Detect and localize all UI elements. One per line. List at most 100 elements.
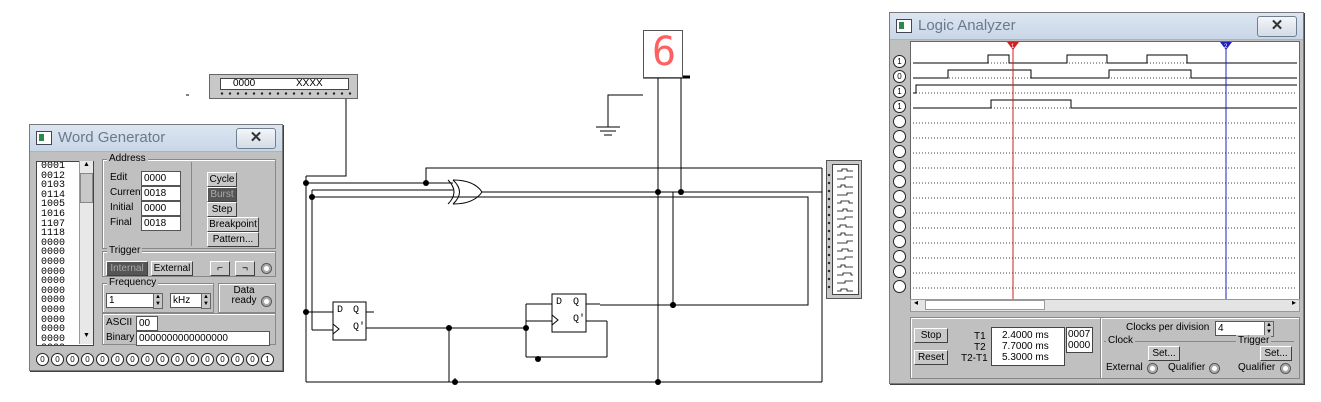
clocks-spin-up-icon[interactable]: ▲	[1266, 322, 1272, 328]
waveform-scrollbar[interactable]: ◂ ▸	[910, 298, 1300, 312]
frequency-unit-field[interactable]: kHz	[170, 293, 202, 308]
channel-indicator[interactable]	[893, 145, 906, 158]
channel-indicator[interactable]	[893, 160, 906, 173]
channel-indicator[interactable]: 1	[893, 55, 906, 68]
bit-indicator[interactable]: 0	[186, 353, 199, 366]
data-ready-radio[interactable]	[261, 296, 272, 307]
unit-spin-down-icon[interactable]: ▼	[203, 301, 209, 307]
trigger-set-button[interactable]: Set...	[1260, 346, 1292, 361]
word-list-scrollbar[interactable]: ▲ ▼	[79, 161, 93, 344]
cursor-1-marker[interactable]	[1007, 42, 1019, 50]
channel-indicator[interactable]	[893, 265, 906, 278]
logic-analyzer-titlebar[interactable]: Logic Analyzer ✕	[890, 13, 1303, 40]
channel-indicator[interactable]	[893, 280, 906, 293]
bit-indicator[interactable]: 0	[126, 353, 139, 366]
bit-indicator[interactable]: 0	[96, 353, 109, 366]
word-list-item[interactable]: 0000	[41, 304, 66, 316]
channel-indicator[interactable]	[893, 115, 906, 128]
clock-set-button[interactable]: Set...	[1148, 346, 1180, 361]
initial-address-field[interactable]: 0000	[141, 201, 181, 216]
word-list-item[interactable]: 0000	[41, 256, 66, 268]
word-list-scroll-thumb[interactable]	[80, 173, 93, 203]
seven-segment-display[interactable]: 6	[643, 29, 683, 78]
word-list-item[interactable]: 1005	[41, 199, 66, 211]
edit-address-field[interactable]: 0000	[141, 171, 181, 186]
bit-indicator[interactable]: 0	[81, 353, 94, 366]
frequency-spinner[interactable]: ▲▼	[153, 293, 163, 309]
clock-qualifier-radio[interactable]	[1209, 363, 1220, 374]
falling-edge-button[interactable]: ¬	[235, 261, 255, 276]
cursor-2-marker[interactable]	[1220, 42, 1232, 50]
word-list-item[interactable]: 1016	[41, 208, 66, 220]
channel-indicator[interactable]	[893, 220, 906, 233]
clocks-per-division-field[interactable]: 4	[1215, 321, 1265, 336]
rising-edge-button[interactable]: ⌐	[210, 261, 230, 276]
hex-display[interactable]: 0000 XXXX	[209, 74, 358, 99]
word-list-item[interactable]: 0000	[41, 324, 66, 336]
word-list-item[interactable]: 0000	[41, 333, 66, 345]
unit-spin-up-icon[interactable]: ▲	[203, 294, 209, 300]
bit-indicator[interactable]: 0	[36, 353, 49, 366]
current-address-field[interactable]: 0018	[141, 186, 181, 201]
channel-indicator[interactable]	[893, 190, 906, 203]
word-list-item[interactable]: 0000	[41, 237, 66, 249]
bit-indicator[interactable]: 0	[216, 353, 229, 366]
channel-indicator[interactable]	[893, 235, 906, 248]
word-list-item[interactable]: 0114	[41, 189, 66, 201]
frequency-value-field[interactable]: 1	[106, 293, 154, 308]
external-clock-radio[interactable]	[1147, 363, 1158, 374]
word-generator-titlebar[interactable]: Word Generator ✕	[30, 125, 282, 152]
external-trigger-button[interactable]: External	[151, 261, 193, 276]
analyzer-connector[interactable]	[826, 160, 862, 299]
channel-indicator[interactable]: 0	[893, 70, 906, 83]
spin-up-icon[interactable]: ▲	[155, 294, 161, 300]
word-list-item[interactable]: 0012	[41, 170, 66, 182]
word-list-item[interactable]: 1107	[41, 218, 66, 230]
bit-indicator[interactable]: 0	[246, 353, 259, 366]
scroll-down-arrow-icon[interactable]: ▼	[83, 332, 90, 339]
burst-button[interactable]: Burst	[207, 187, 237, 202]
word-list-item[interactable]: 0000	[41, 247, 66, 259]
binary-field[interactable]: 0000000000000000	[136, 331, 270, 346]
stop-button[interactable]: Stop	[914, 328, 948, 343]
bit-indicator[interactable]: 0	[141, 353, 154, 366]
channel-indicator[interactable]	[893, 175, 906, 188]
trigger-radio[interactable]	[261, 263, 272, 274]
scroll-up-arrow-icon[interactable]: ▲	[83, 161, 90, 168]
bit-indicator[interactable]: 0	[231, 353, 244, 366]
bit-indicator[interactable]: 0	[156, 353, 169, 366]
breakpoint-button[interactable]: Breakpoint	[207, 217, 259, 232]
final-address-field[interactable]: 0018	[141, 216, 181, 231]
word-list-item[interactable]: 0001	[41, 161, 66, 172]
channel-indicator[interactable]	[893, 130, 906, 143]
channel-indicator[interactable]: 1	[893, 100, 906, 113]
clocks-spin-down-icon[interactable]: ▼	[1266, 329, 1272, 335]
word-generator-close-button[interactable]: ✕	[236, 128, 276, 149]
cycle-button[interactable]: Cycle	[207, 172, 237, 187]
word-list-item[interactable]: 0000	[41, 314, 66, 326]
pattern-button[interactable]: Pattern...	[207, 232, 259, 247]
reset-button[interactable]: Reset	[914, 350, 948, 365]
word-list-item[interactable]: 0000	[41, 295, 66, 307]
step-button[interactable]: Step	[207, 202, 237, 217]
word-list-item[interactable]: 1118	[41, 228, 66, 240]
ascii-field[interactable]: 00	[136, 316, 158, 331]
channel-indicator[interactable]	[893, 250, 906, 263]
bit-indicator[interactable]: 0	[171, 353, 184, 366]
scroll-right-icon[interactable]: ▸	[1291, 298, 1296, 307]
bit-indicator[interactable]: 0	[111, 353, 124, 366]
bit-indicator[interactable]: 0	[51, 353, 64, 366]
trigger-qualifier-radio[interactable]	[1280, 363, 1291, 374]
logic-analyzer-close-button[interactable]: ✕	[1257, 16, 1297, 37]
internal-trigger-button[interactable]: Internal	[106, 261, 148, 276]
word-list-item[interactable]: 0000	[41, 276, 66, 288]
bit-indicator[interactable]: 0	[201, 353, 214, 366]
word-list-item[interactable]: 0103	[41, 180, 66, 192]
word-list-item[interactable]: 0000	[39, 344, 93, 345]
channel-indicator[interactable]	[893, 205, 906, 218]
bit-indicator[interactable]: 0	[66, 353, 79, 366]
waveform-scroll-thumb[interactable]	[925, 300, 1045, 310]
word-list-item[interactable]: 0000	[41, 266, 66, 278]
channel-indicator[interactable]: 1	[893, 85, 906, 98]
